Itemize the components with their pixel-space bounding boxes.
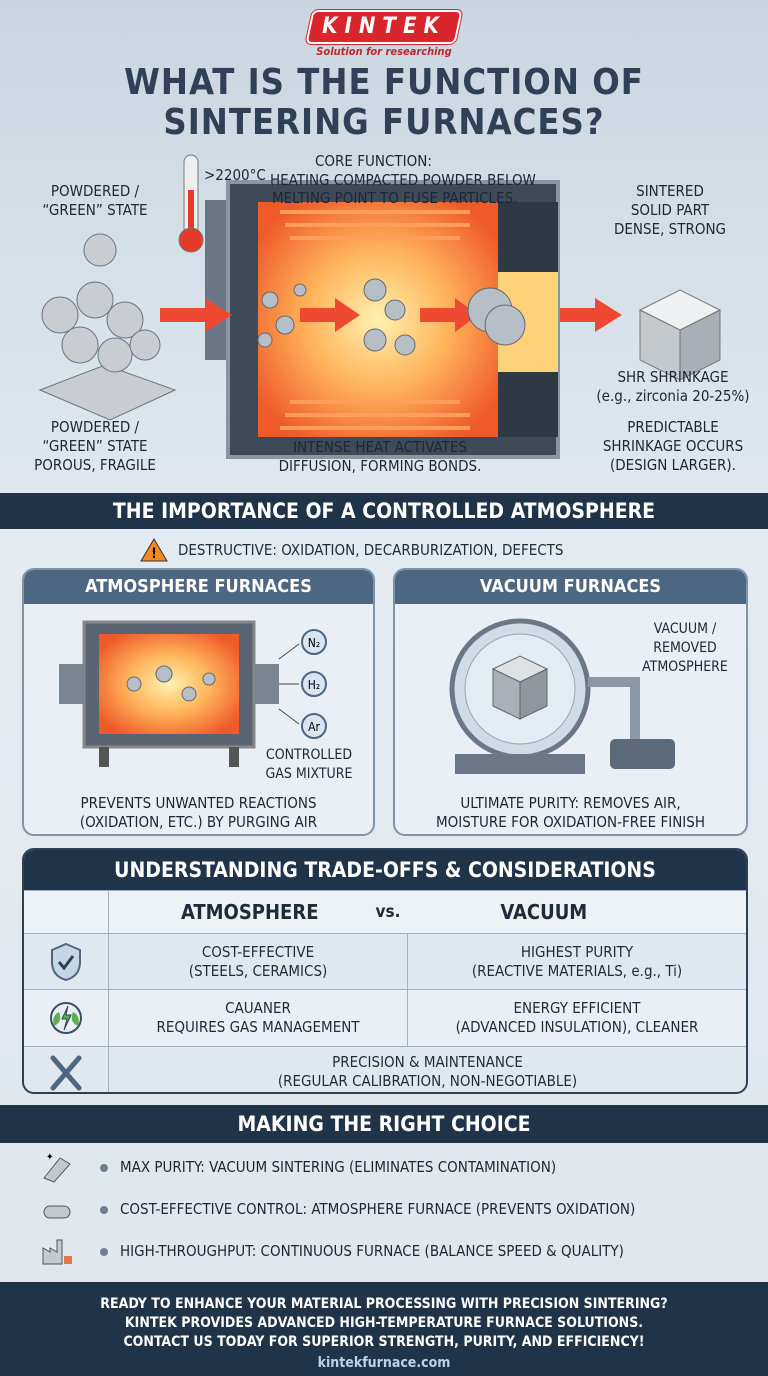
shrinkage-label: SHR SHRINKAGE(e.g., zirconia 20-25%) <box>596 368 750 405</box>
gas-ar: Ar <box>308 720 320 734</box>
choice-section-title: MAKING THE RIGHT CHOICE <box>0 1105 768 1143</box>
vacuum-caption: ULTIMATE PURITY: REMOVES AIR,MOISTURE FO… <box>435 794 706 831</box>
temperature-label: >2200°C <box>204 166 266 184</box>
column-atmosphere: ATMOSPHERE <box>181 899 319 924</box>
tagline: Solution for researching <box>316 45 452 58</box>
sintered-cube-icon <box>638 289 722 381</box>
powder-pile-icon <box>38 233 177 421</box>
table-header-row: ATMOSPHERE vs. VACUUM <box>24 890 746 933</box>
shield-check-icon <box>24 934 108 989</box>
page-title-line2: SINTERING FURNACES? <box>163 102 605 143</box>
atmosphere-section-title: THE IMPORTANCE OF A CONTROLLED ATMOSPHER… <box>0 493 768 529</box>
core-function-label: CORE FUNCTION: <box>315 152 432 170</box>
energy-leaf-icon <box>24 990 108 1046</box>
table-row: COST-EFFECTIVE(STEELS, CERAMICS) HIGHEST… <box>24 933 746 989</box>
warning-line: ! DESTRUCTIVE: OXIDATION, DECARBURIZATIO… <box>140 538 563 562</box>
gas-h2: H₂ <box>308 678 320 692</box>
tools-icon <box>24 1047 108 1092</box>
green-state-label-top: POWDERED /“GREEN” STATE <box>42 182 148 219</box>
particle-icons <box>257 278 526 356</box>
table-row: PRECISION & MAINTENANCE(REGULAR CALIBRAT… <box>24 1046 746 1092</box>
footer-cta: READY TO ENHANCE YOUR MATERIAL PROCESSIN… <box>0 1282 768 1376</box>
page-title-line1: WHAT IS THE FUNCTION OF <box>124 62 644 103</box>
gas-n2: N₂ <box>308 636 320 650</box>
tradeoffs-table: UNDERSTANDING TRADE-OFFS & CONSIDERATION… <box>22 848 748 1094</box>
list-item: COST-EFFECTIVE CONTROL: ATMOSPHERE FURNA… <box>100 1200 635 1218</box>
list-item: HIGH-THROUGHPUT: CONTINUOUS FURNACE (BAL… <box>100 1242 624 1260</box>
core-function-line1: HEATING COMPACTED POWDER BELOW <box>270 171 536 189</box>
vacuum-card-title: VACUUM FURNACES <box>395 570 746 604</box>
atmosphere-card-title: ATMOSPHERE FURNACES <box>24 570 373 604</box>
warning-icon: ! <box>140 538 168 562</box>
atmosphere-caption: PREVENTS UNWANTED REACTIONS(OXIDATION, E… <box>79 794 318 831</box>
svg-text:!: ! <box>151 546 157 562</box>
atmosphere-furnace-illustration: N₂ H₂ Ar <box>59 620 327 767</box>
metal-bar-icon <box>43 1205 71 1219</box>
purity-icon: ✦ <box>43 1152 71 1183</box>
sintering-process-illustration <box>38 154 722 459</box>
website-link[interactable]: kintekfurnace.com <box>317 1355 451 1371</box>
factory-icon <box>42 1239 72 1265</box>
core-function-line2: MELTING POINT TO FUSE PARTICLES. <box>272 189 518 207</box>
column-vacuum: VACUUM <box>500 899 588 924</box>
list-item: MAX PURITY: VACUUM SINTERING (ELIMINATES… <box>100 1158 556 1176</box>
thermometer-icon <box>178 154 204 253</box>
vs-label: vs. <box>375 901 401 922</box>
heat-arrow-icons <box>160 298 622 332</box>
kintek-logo: KINTEK <box>305 10 463 44</box>
vacuum-furnace-illustration <box>449 618 675 774</box>
tradeoffs-title: UNDERSTANDING TRADE-OFFS & CONSIDERATION… <box>24 850 746 890</box>
svg-text:✦: ✦ <box>46 1152 54 1163</box>
